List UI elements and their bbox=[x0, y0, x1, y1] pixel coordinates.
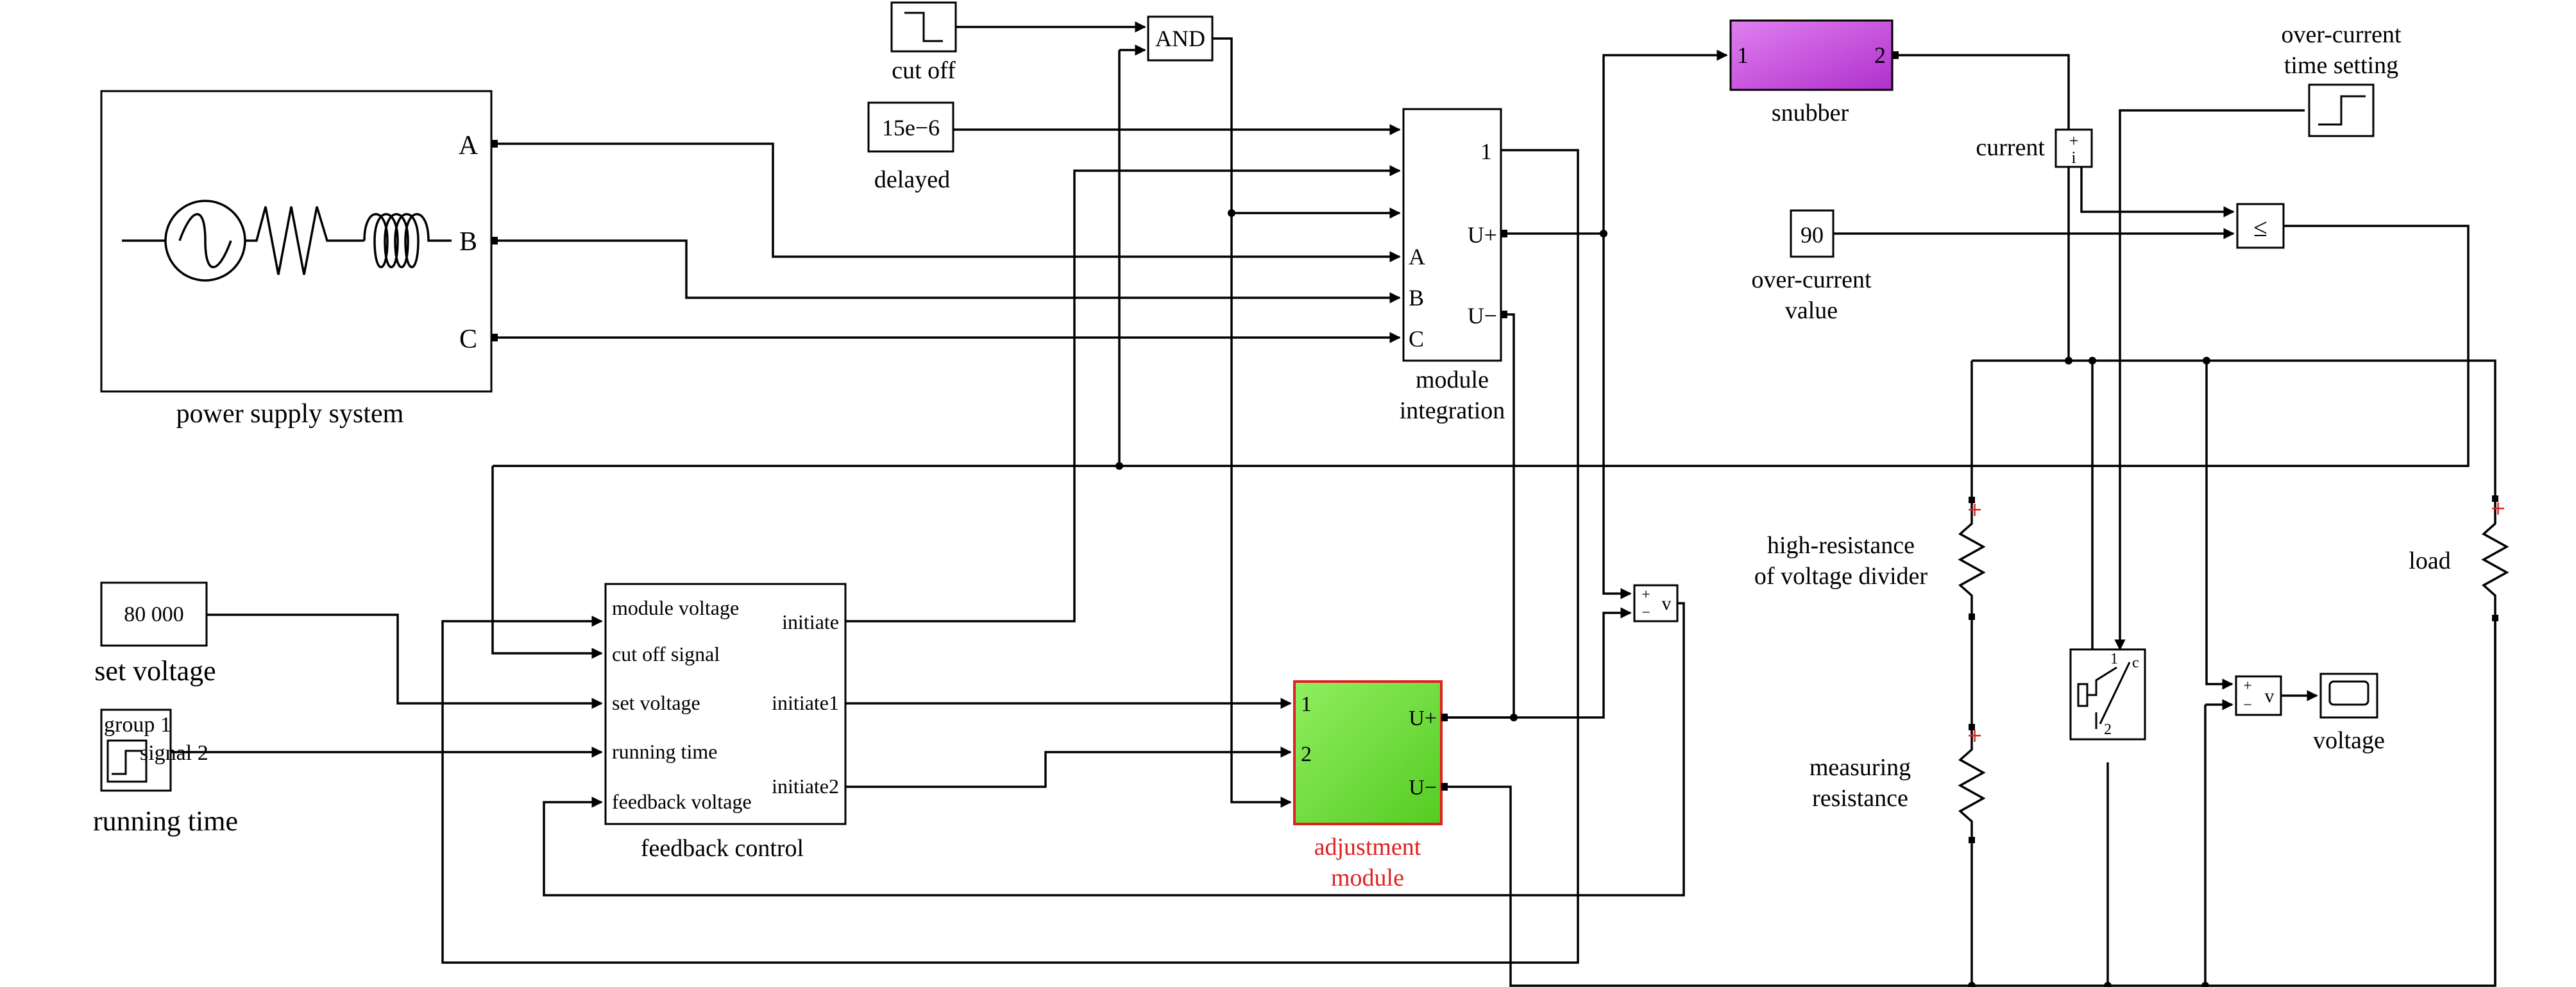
phase-c-label: C bbox=[459, 325, 477, 354]
svg-text:+: + bbox=[1967, 725, 1983, 747]
feedback-control-block[interactable]: module voltage cut off signal set voltag… bbox=[604, 583, 847, 862]
delayed-caption: delayed bbox=[874, 166, 950, 193]
over-current-time-block[interactable]: over-current time setting bbox=[2281, 21, 2402, 137]
breaker-switch-icon bbox=[2077, 662, 2131, 729]
integration-port-uminus: U− bbox=[1468, 303, 1497, 329]
snubber-block[interactable]: 1 2 snubber bbox=[1729, 19, 1899, 126]
svg-text:c: c bbox=[2132, 655, 2139, 671]
over-current-value-caption-line2: value bbox=[1785, 297, 1838, 324]
integration-caption-line1: module bbox=[1416, 366, 1489, 393]
over-current-value-caption-line1: over-current bbox=[1751, 266, 1871, 293]
over-current-time-caption-line2: time setting bbox=[2284, 52, 2398, 79]
svg-text:i: i bbox=[2071, 148, 2076, 167]
voltage-scope-block[interactable]: voltage bbox=[2313, 673, 2385, 754]
integration-port-b: B bbox=[1409, 285, 1424, 311]
integration-port-a: A bbox=[1409, 244, 1425, 270]
cut-off-step-block[interactable]: cut off bbox=[890, 1, 957, 84]
over-current-value: 90 bbox=[1801, 222, 1824, 248]
comparator-block[interactable]: ≤ bbox=[2236, 203, 2285, 249]
current-caption: current bbox=[1976, 134, 2045, 161]
load-resistor[interactable]: + load bbox=[2409, 495, 2509, 621]
input-running-time: running time bbox=[612, 740, 717, 763]
vm1-symbol: v bbox=[1662, 593, 1672, 614]
voltage-measurement-1-block[interactable]: + − v bbox=[1633, 584, 1679, 622]
adjustment-port-uminus: U− bbox=[1409, 776, 1437, 800]
signal-builder-icon bbox=[106, 739, 148, 783]
snubber-caption: snubber bbox=[1772, 99, 1849, 126]
set-voltage-caption: set voltage bbox=[94, 655, 216, 687]
svg-text:+: + bbox=[1967, 499, 1983, 521]
measuring-resistance-caption-line1: measuring bbox=[1809, 754, 1911, 781]
and-gate-label: AND bbox=[1155, 26, 1205, 51]
input-feedback-voltage: feedback voltage bbox=[612, 790, 752, 813]
snubber-port-2: 2 bbox=[1874, 42, 1886, 68]
load-caption: load bbox=[2409, 547, 2450, 574]
running-time-caption: running time bbox=[93, 805, 238, 837]
breaker-block[interactable]: 1 c 2 bbox=[2069, 648, 2146, 741]
junction-dots bbox=[1115, 209, 2210, 987]
module-integration-block[interactable]: 1 U+ U− A B C module integration bbox=[1400, 108, 1507, 424]
less-equal-icon: ≤ bbox=[2253, 213, 2267, 242]
high-resistance-caption-line1: high-resistance bbox=[1767, 532, 1915, 559]
power-supply-caption: power supply system bbox=[176, 399, 404, 429]
integration-port-uplus: U+ bbox=[1468, 222, 1497, 248]
signal-wires bbox=[171, 21, 2496, 987]
set-voltage-block[interactable]: 80 000 set voltage bbox=[94, 581, 216, 687]
current-measurement-block[interactable]: + i current bbox=[1976, 128, 2093, 168]
output-initiate: initiate bbox=[782, 610, 839, 633]
running-time-block[interactable]: group 1 signal 2 running time bbox=[93, 708, 238, 837]
svg-text:−: − bbox=[1641, 605, 1650, 621]
step-up-icon bbox=[2318, 95, 2366, 126]
svg-text:+: + bbox=[1641, 587, 1650, 603]
scope-screen-icon bbox=[2328, 680, 2369, 706]
svg-text:+: + bbox=[2243, 678, 2252, 694]
feedback-control-caption: feedback control bbox=[641, 835, 804, 862]
over-current-value-block[interactable]: 90 over-current value bbox=[1751, 209, 1872, 324]
adjustment-port-uplus: U+ bbox=[1409, 707, 1437, 730]
high-resistance-caption-line2: of voltage divider bbox=[1754, 563, 1928, 590]
running-time-signal: signal 2 bbox=[140, 741, 208, 765]
delayed-value: 15e−6 bbox=[882, 115, 940, 141]
phase-a-label: A bbox=[459, 131, 479, 160]
running-time-group: group 1 bbox=[104, 713, 171, 737]
input-cut-off-signal: cut off signal bbox=[612, 642, 720, 665]
snubber-port-1: 1 bbox=[1737, 42, 1749, 68]
voltage-measurement-2-block[interactable]: + − v bbox=[2235, 675, 2282, 716]
integration-port-c: C bbox=[1409, 326, 1424, 352]
output-initiate1: initiate1 bbox=[772, 691, 839, 714]
delayed-constant-block[interactable]: 15e−6 delayed bbox=[867, 101, 954, 193]
input-set-voltage: set voltage bbox=[612, 691, 700, 714]
adjustment-caption-line1: adjustment bbox=[1314, 834, 1421, 861]
high-resistance-resistor[interactable]: + high-resistance of voltage divider bbox=[1754, 497, 1986, 620]
integration-caption-line2: integration bbox=[1400, 397, 1505, 424]
svg-text:+: + bbox=[2069, 132, 2079, 150]
svg-text:+: + bbox=[2490, 497, 2506, 520]
cut-off-caption: cut off bbox=[892, 57, 956, 84]
adjustment-port-2: 2 bbox=[1301, 742, 1312, 766]
voltage-scope-caption: voltage bbox=[2313, 727, 2385, 754]
output-initiate2: initiate2 bbox=[772, 775, 839, 798]
adjustment-module-block[interactable]: 1 2 U+ U− adjustment module bbox=[1293, 680, 1448, 891]
input-module-voltage: module voltage bbox=[612, 596, 739, 619]
svg-text:1: 1 bbox=[2110, 651, 2118, 667]
step-down-icon bbox=[904, 12, 943, 42]
phase-b-label: B bbox=[459, 227, 477, 257]
power-supply-block[interactable]: A B C power supply system bbox=[100, 90, 498, 429]
and-gate-block[interactable]: AND bbox=[1147, 15, 1214, 62]
integration-port-1: 1 bbox=[1480, 139, 1492, 164]
measuring-resistor[interactable]: + measuring resistance bbox=[1809, 724, 1986, 843]
adjustment-port-1: 1 bbox=[1301, 692, 1312, 716]
ac-source-icon bbox=[122, 200, 452, 282]
svg-text:2: 2 bbox=[2104, 721, 2112, 738]
measuring-resistance-caption-line2: resistance bbox=[1812, 785, 1908, 812]
vm2-symbol: v bbox=[2265, 685, 2275, 707]
set-voltage-value: 80 000 bbox=[124, 603, 184, 626]
svg-text:−: − bbox=[2243, 697, 2252, 714]
over-current-time-caption-line1: over-current bbox=[2281, 21, 2401, 48]
adjustment-caption-line2: module bbox=[1331, 864, 1404, 891]
